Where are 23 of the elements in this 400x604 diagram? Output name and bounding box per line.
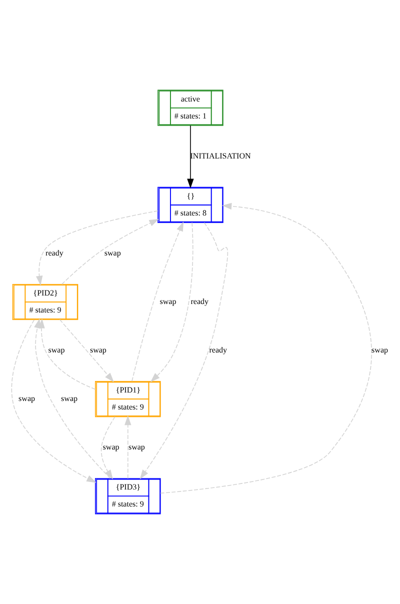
edge-label: swap — [160, 297, 176, 306]
arrow — [187, 125, 194, 188]
edge-label: swap — [18, 394, 36, 404]
edge-label: swap — [61, 394, 78, 404]
edge-label: swap — [128, 442, 145, 452]
edge-label: swap — [102, 442, 120, 452]
edge-label: ready — [209, 346, 228, 355]
arrow — [38, 318, 96, 390]
edge-label: swap — [372, 346, 388, 355]
edge-label: ready — [190, 297, 209, 306]
arrow — [36, 210, 158, 286]
arrow — [62, 219, 159, 285]
arrow — [140, 222, 228, 480]
edge-label: swap — [104, 248, 121, 258]
edge-label: swap — [90, 346, 106, 355]
arrow — [100, 416, 116, 480]
arrow — [150, 222, 194, 382]
arrow — [59, 319, 114, 382]
arrow — [132, 222, 184, 382]
arrow — [160, 202, 372, 494]
arrow — [124, 416, 132, 479]
edge-label: ready — [46, 248, 64, 258]
edge-label: swap — [48, 346, 65, 355]
